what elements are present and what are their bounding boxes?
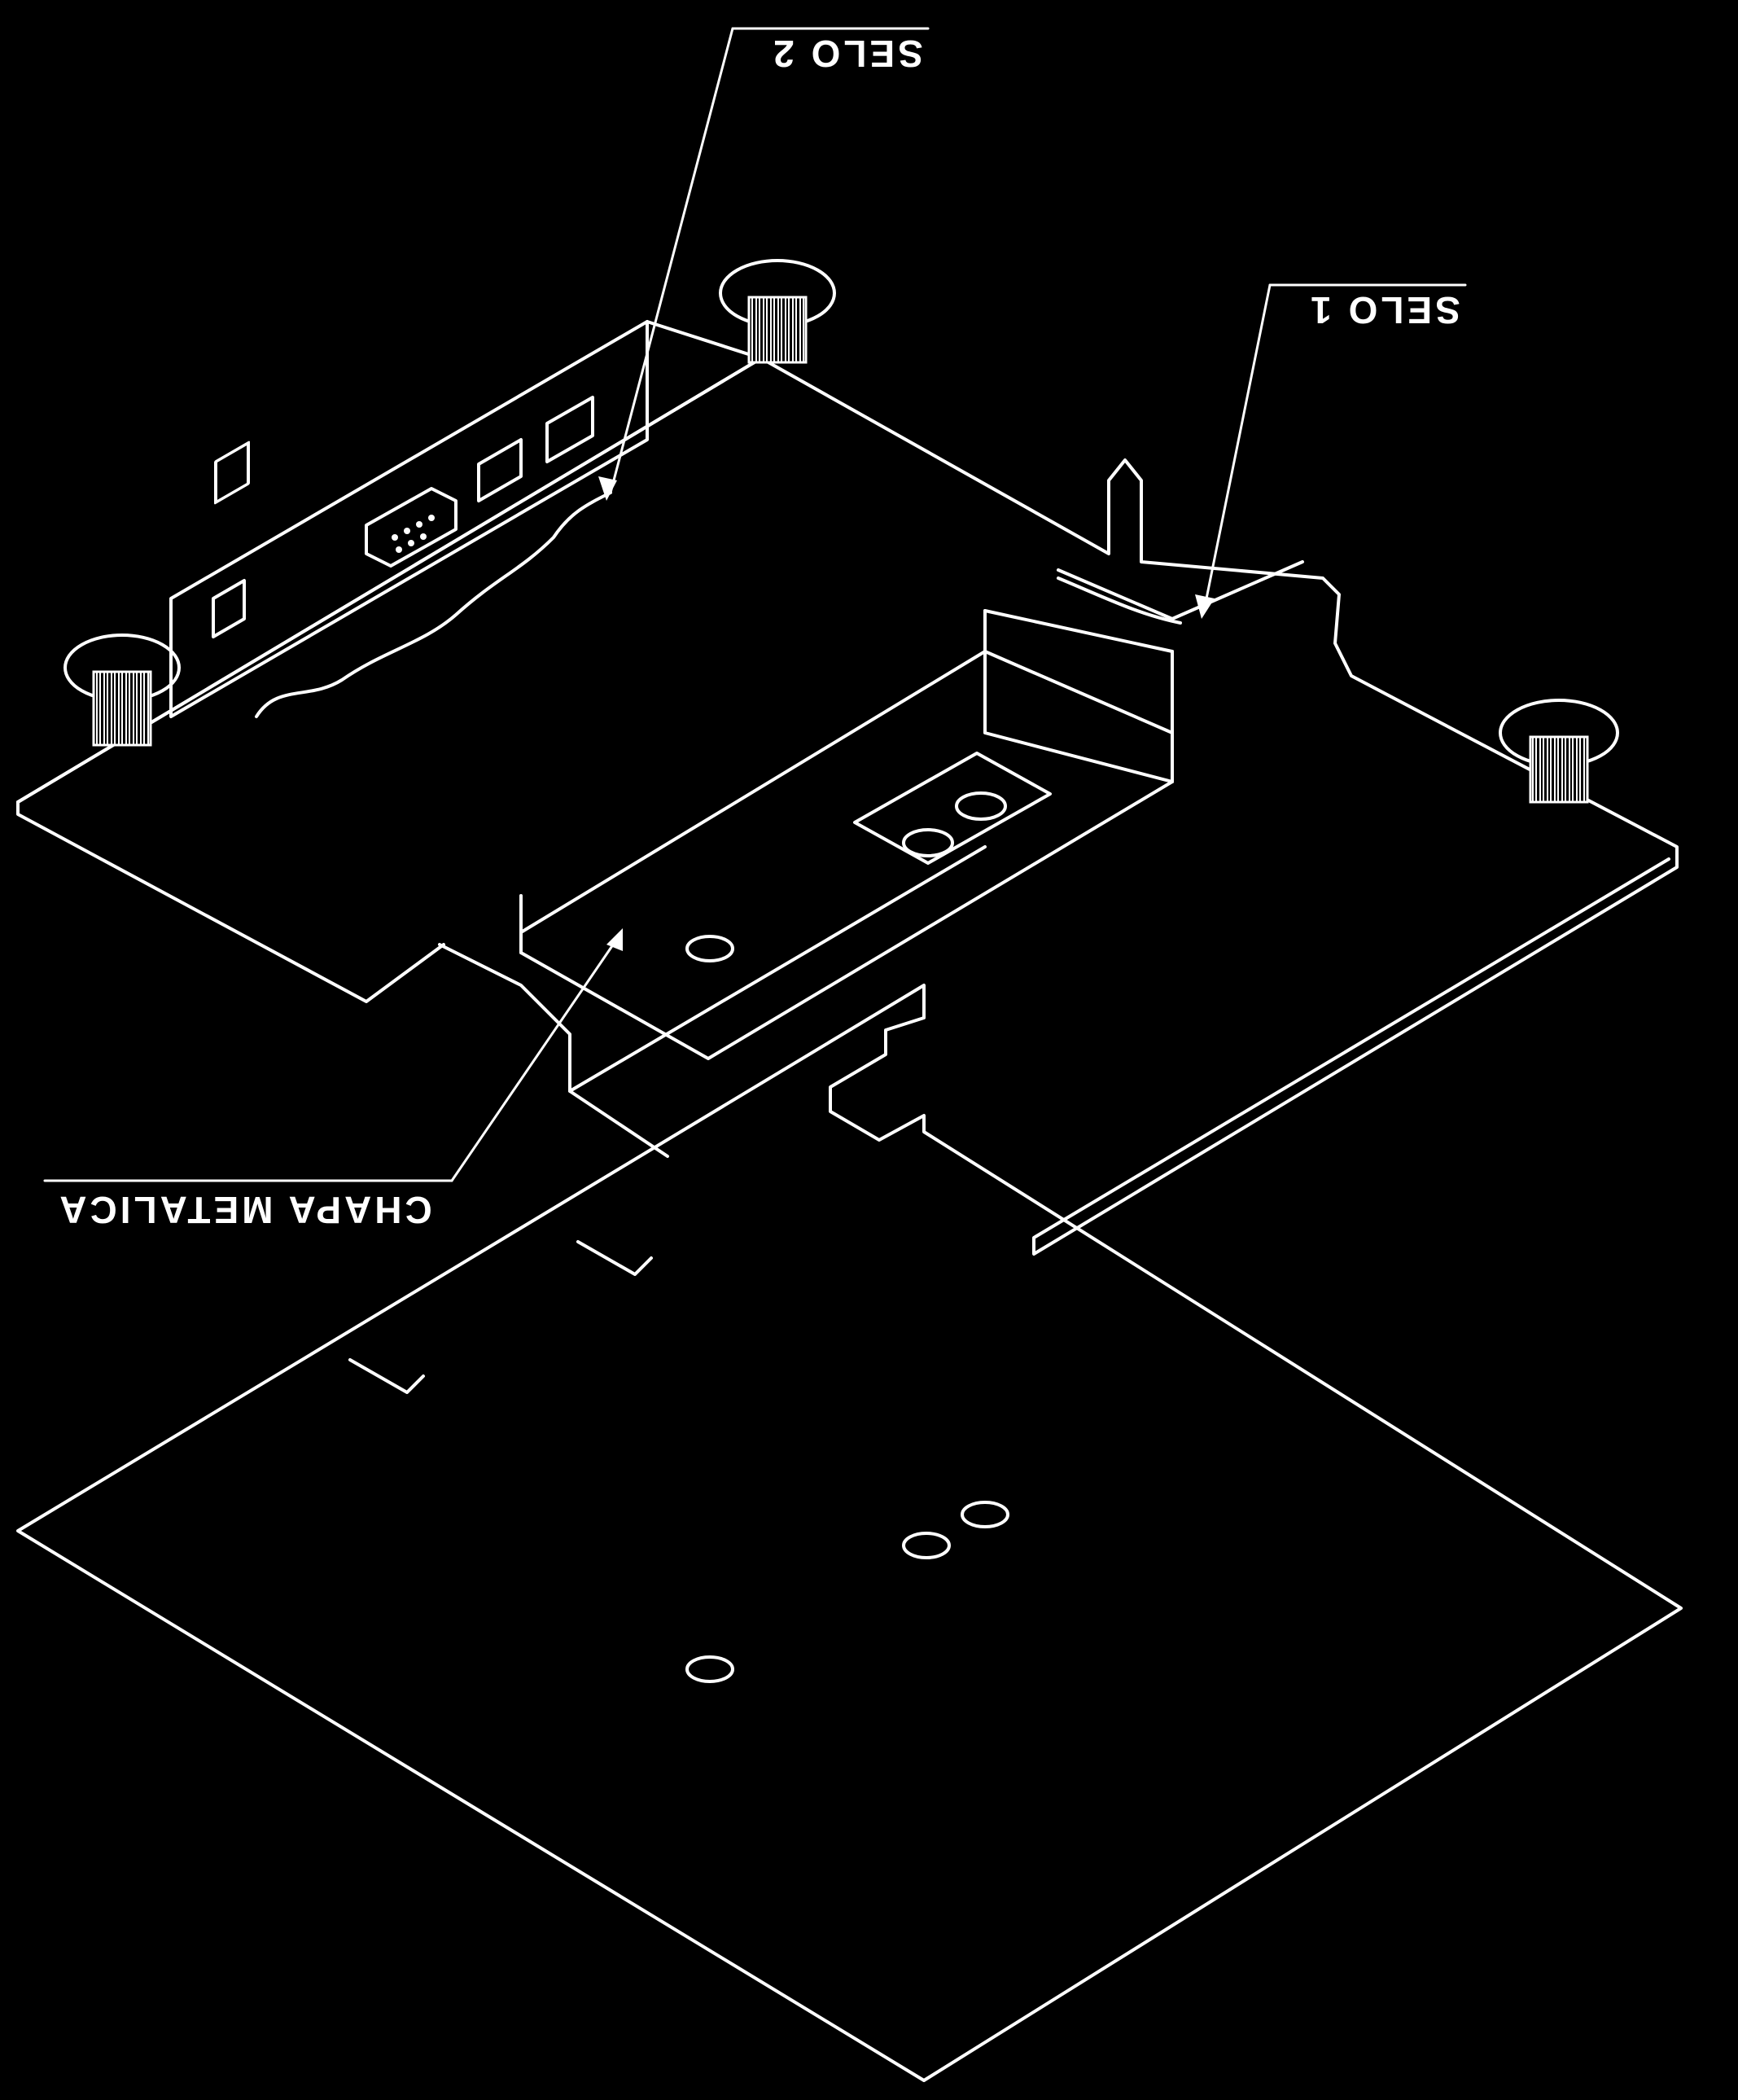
svg-text:CHAPA METALICA: CHAPA METALICA: [56, 1189, 431, 1231]
device-upper-body: [16, 320, 1679, 1256]
label-selo-2: SELO 2: [598, 27, 930, 501]
metal-plate: [16, 984, 1683, 2082]
svg-text:SELO 2: SELO 2: [770, 33, 923, 75]
foot-left: [63, 634, 181, 747]
foot-rear: [719, 259, 836, 364]
seal-wire-2: [255, 491, 612, 718]
label-selo-1: SELO 1: [1195, 283, 1467, 619]
svg-text:SELO 1: SELO 1: [1307, 289, 1460, 331]
label-chapa-metalica: CHAPA METALICA: [43, 928, 623, 1231]
foot-right: [1499, 699, 1619, 804]
